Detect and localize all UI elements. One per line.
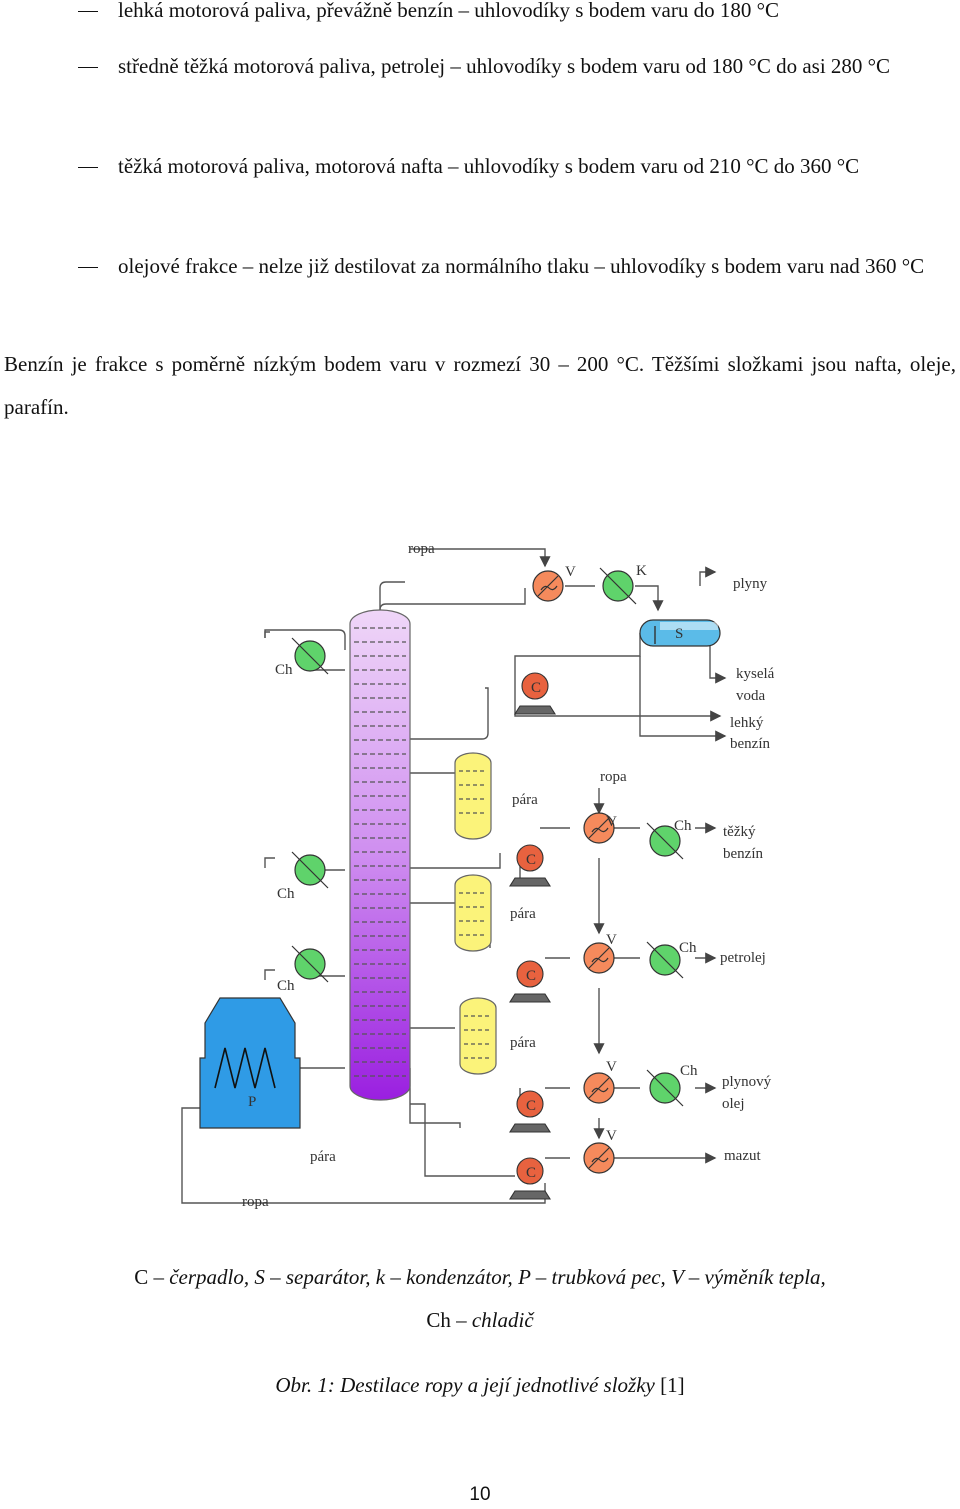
diagram-svg: ropa V K plyny S kyselá voda lehký benzí… [181,541,775,1210]
dash-bullet [78,145,98,188]
legend-s-text: – separátor, [264,1265,376,1289]
list-item: středně těžká motorová paliva, petrolej … [78,45,958,88]
cooler-left-1 [291,637,329,675]
pump-4 [509,1157,551,1200]
cooler-left-2 [291,851,329,889]
diagram-labels: ropa V K plyny S kyselá voda lehký benzí… [242,541,775,1210]
list-item-text: olejové frakce – nelze již destilovat za… [118,254,925,278]
label-para-bottom: pára [310,1149,336,1165]
caption-reference: [1] [654,1373,685,1397]
label-benzin: benzín [730,736,770,752]
caption-text: Obr. 1: Destilace ropy a její jednotlivé… [275,1373,655,1397]
legend-ch: Ch [426,1308,451,1332]
label-mazut: mazut [724,1148,761,1164]
cooler-right-3 [646,1069,684,1107]
legend-ch-text: – chladič [450,1308,534,1332]
label-para: pára [510,906,536,922]
label-ch: Ch [674,818,692,834]
exchanger-3 [583,1072,615,1104]
label-c: C [531,680,541,696]
pump-2 [509,960,551,1003]
exchanger-top [532,570,564,602]
label-v: V [606,1059,617,1075]
label-para: pára [512,792,538,808]
stripper-columns [454,752,497,1075]
label-p: P [248,1094,256,1110]
label-para: pára [510,1035,536,1051]
list-item: lehká motorová paliva, převážně benzín –… [78,0,958,32]
label-c: C [526,852,536,868]
label-s: S [675,626,683,642]
exchanger-1 [583,812,615,844]
legend-p-text: – trubková pec, [530,1265,672,1289]
cooler-right-2 [646,941,684,979]
label-kysela: kyselá [736,666,775,682]
cooler-left-3 [291,945,329,983]
label-ch: Ch [679,940,697,956]
legend-c: C [134,1265,149,1289]
label-ropa: ropa [408,541,435,557]
label-v: V [565,564,576,580]
pump-top [514,672,556,715]
exchanger-2 [583,942,615,974]
pump-3 [509,1090,551,1133]
label-tezky-benzin: benzín [723,846,763,862]
label-voda: voda [736,688,766,704]
label-c: C [526,1098,536,1114]
exchanger-4 [583,1142,615,1174]
legend-c-text: – čerpadlo, [148,1265,255,1289]
label-ch: Ch [680,1063,698,1079]
label-olej: olej [722,1096,745,1112]
label-plynovy: plynový [722,1074,772,1090]
dash-bullet [78,45,98,88]
label-v: V [606,814,617,830]
label-ch: Ch [277,886,295,902]
list-item: olejové frakce – nelze již destilovat za… [78,245,958,288]
heat-exchangers [532,570,615,1174]
separator-vessel [639,619,721,647]
pump-1 [509,844,551,887]
label-petrolej: petrolej [720,950,766,966]
label-tezky: těžký [723,824,756,840]
distillation-diagram: ropa V K plyny S kyselá voda lehký benzí… [170,528,800,1218]
label-plyny: plyny [733,576,768,592]
label-v: V [606,1128,617,1144]
legend-v: V [671,1265,684,1289]
list-item-text: těžká motorová paliva, motorová nafta – … [118,154,860,178]
figure-caption: Obr. 1: Destilace ropy a její jednotlivé… [0,1365,960,1405]
label-c: C [526,1165,536,1181]
list-item-text: lehká motorová paliva, převážně benzín –… [118,0,779,22]
label-c: C [526,968,536,984]
legend-p: P [518,1265,531,1289]
tube-furnace [199,997,301,1129]
dash-bullet [78,0,98,32]
dash-bullet [78,245,98,288]
legend-v-text: – výměník tepla, [683,1265,826,1289]
label-v: V [606,932,617,948]
label-ropa-mid: ropa [600,769,627,785]
page-number: 10 [469,1484,491,1505]
legend-k-text: – kondenzátor, [385,1265,519,1289]
list-item-text: středně těžká motorová paliva, petrolej … [118,54,891,78]
list-item: těžká motorová paliva, motorová nafta – … [78,145,958,188]
label-k: K [636,563,647,579]
distillation-column [349,609,411,1101]
legend-k: k [375,1265,386,1289]
coolers [291,567,684,1107]
figure-legend: C – čerpadlo, S – separátor, k – kondenz… [0,1256,960,1342]
label-ropa-bottom: ropa [242,1194,269,1210]
label-ch: Ch [275,662,293,678]
cooler-right-1 [646,822,684,860]
label-lehky: lehký [730,715,764,731]
pumps [509,672,556,1200]
body-paragraph: Benzín je frakce s poměrně nízkým bodem … [4,352,956,419]
label-ch: Ch [277,978,295,994]
condenser-k [599,567,637,605]
legend-s: S [254,1265,265,1289]
